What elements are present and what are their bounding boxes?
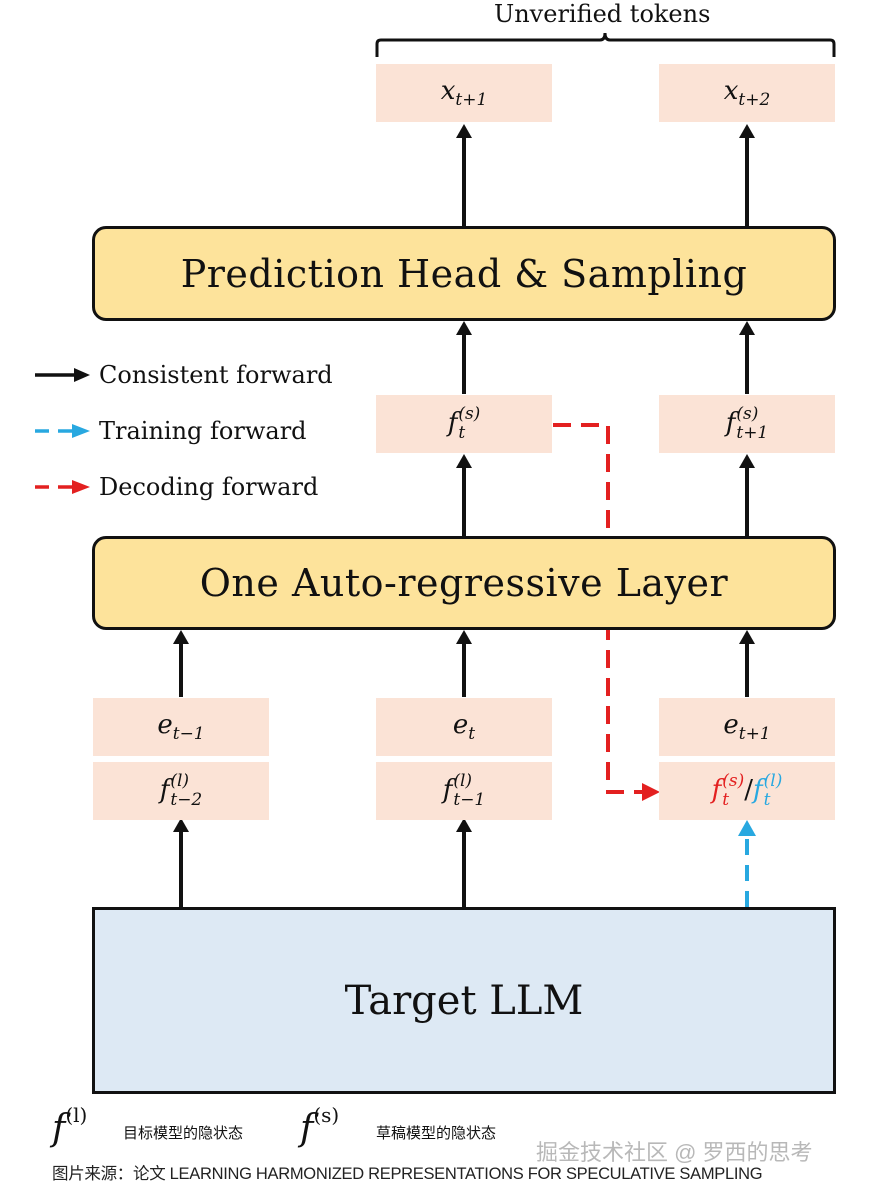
embedding-sub: t+1	[738, 724, 771, 745]
feature-sub: t−1	[453, 790, 486, 810]
arrow-fs-t+1-to-head	[739, 321, 755, 394]
separator: /	[744, 775, 754, 805]
embedding-sub: t−1	[172, 724, 205, 745]
legend-consistent-forward: Consistent forward	[99, 361, 333, 389]
feature-fs-t: f(s)t	[376, 395, 552, 453]
legend-arrow-training	[35, 424, 90, 438]
feature-fs-t+1: f(s)t+1	[659, 395, 835, 453]
note-fl-sup: (l)	[65, 1103, 88, 1127]
feature-base: f	[442, 775, 453, 805]
legend-decoding-forward: Decoding forward	[99, 473, 319, 501]
unverified-tokens-label: Unverified tokens	[494, 0, 711, 28]
note-fs-sup: (s)	[313, 1103, 340, 1127]
feature-sup: (s)	[736, 404, 759, 424]
feature-fl-t-training: f(l)t	[753, 771, 783, 809]
source-caption: 图片来源：论文 LEARNING HARMONIZED REPRESENTATI…	[52, 1165, 763, 1183]
arrow-head-to-x-t+2	[739, 124, 755, 226]
watermark: 掘金技术社区 @ 罗西的思考	[536, 1140, 813, 1165]
feature-fs-or-fl-t: f(s)t/f(l)t	[659, 762, 835, 820]
token-sub: t+2	[738, 90, 771, 111]
token-x-t+1: xt+1	[376, 64, 552, 122]
feature-sup: (l)	[763, 771, 783, 791]
feature-fl-t-2: f(l)t−2	[93, 762, 269, 820]
arrow-ar-to-fs-t+1	[739, 454, 755, 537]
arrow-fs-t-to-head	[456, 321, 472, 394]
embedding-e-t+1: et+1	[659, 698, 835, 756]
arrow-llm-to-f-t-1	[456, 818, 472, 907]
autoregressive-layer-label: One Auto-regressive Layer	[199, 561, 729, 605]
feature-sub: t	[722, 790, 730, 810]
feature-sub: t	[763, 790, 771, 810]
embedding-sub: t	[468, 724, 476, 745]
note-fs-base: f	[300, 1108, 314, 1149]
arrow-e-t-1-to-ar	[173, 630, 189, 697]
note-fs-description: 草稿模型的隐状态	[376, 1125, 497, 1142]
embedding-base: e	[157, 709, 173, 740]
feature-base: f	[447, 408, 458, 438]
autoregressive-layer-block: One Auto-regressive Layer	[92, 536, 836, 630]
token-base: x	[723, 75, 739, 106]
legend-arrow-consistent	[35, 368, 90, 382]
feature-fl-t-1: f(l)t−1	[376, 762, 552, 820]
feature-sup: (s)	[722, 771, 745, 791]
token-sub: t+1	[455, 90, 488, 111]
token-base: x	[440, 75, 456, 106]
feature-sup: (l)	[170, 771, 190, 791]
embedding-e-t: et	[376, 698, 552, 756]
feature-sub: t−2	[170, 790, 203, 810]
target-llm-block: Target LLM	[92, 907, 836, 1094]
feature-base: f	[711, 775, 722, 805]
arrow-llm-to-f-t-2	[173, 818, 189, 907]
arrow-e-t-to-ar	[456, 630, 472, 697]
note-fl-symbol: f(l)	[52, 1103, 87, 1149]
prediction-head-block: Prediction Head & Sampling	[92, 226, 836, 321]
feature-sub: t+1	[736, 423, 769, 443]
legend-training-forward: Training forward	[99, 417, 307, 445]
embedding-base: e	[452, 709, 469, 740]
note-fs-symbol: f(s)	[300, 1103, 339, 1149]
brace	[375, 32, 836, 57]
arrow-head-to-x-t+1	[456, 124, 472, 226]
embedding-e-t-1: et−1	[93, 698, 269, 756]
embedding-base: e	[723, 709, 739, 740]
note-fl-base: f	[52, 1108, 66, 1149]
legend-arrow-decoding	[35, 480, 90, 494]
note-fl-description: 目标模型的隐状态	[123, 1125, 244, 1142]
feature-sub: t	[458, 423, 466, 443]
feature-base: f	[725, 408, 736, 438]
arrow-training-forward	[738, 820, 756, 907]
arrow-ar-to-fs-t	[456, 454, 472, 537]
feature-sup: (s)	[458, 404, 481, 424]
prediction-head-label: Prediction Head & Sampling	[180, 251, 748, 296]
feature-base: f	[159, 775, 170, 805]
feature-fs-t-decoding: f(s)t	[711, 771, 745, 809]
feature-base: f	[753, 775, 763, 805]
target-llm-label: Target LLM	[344, 977, 584, 1024]
token-x-t+2: xt+2	[659, 64, 835, 122]
feature-sup: (l)	[453, 771, 473, 791]
arrow-e-t+1-to-ar	[739, 630, 755, 697]
